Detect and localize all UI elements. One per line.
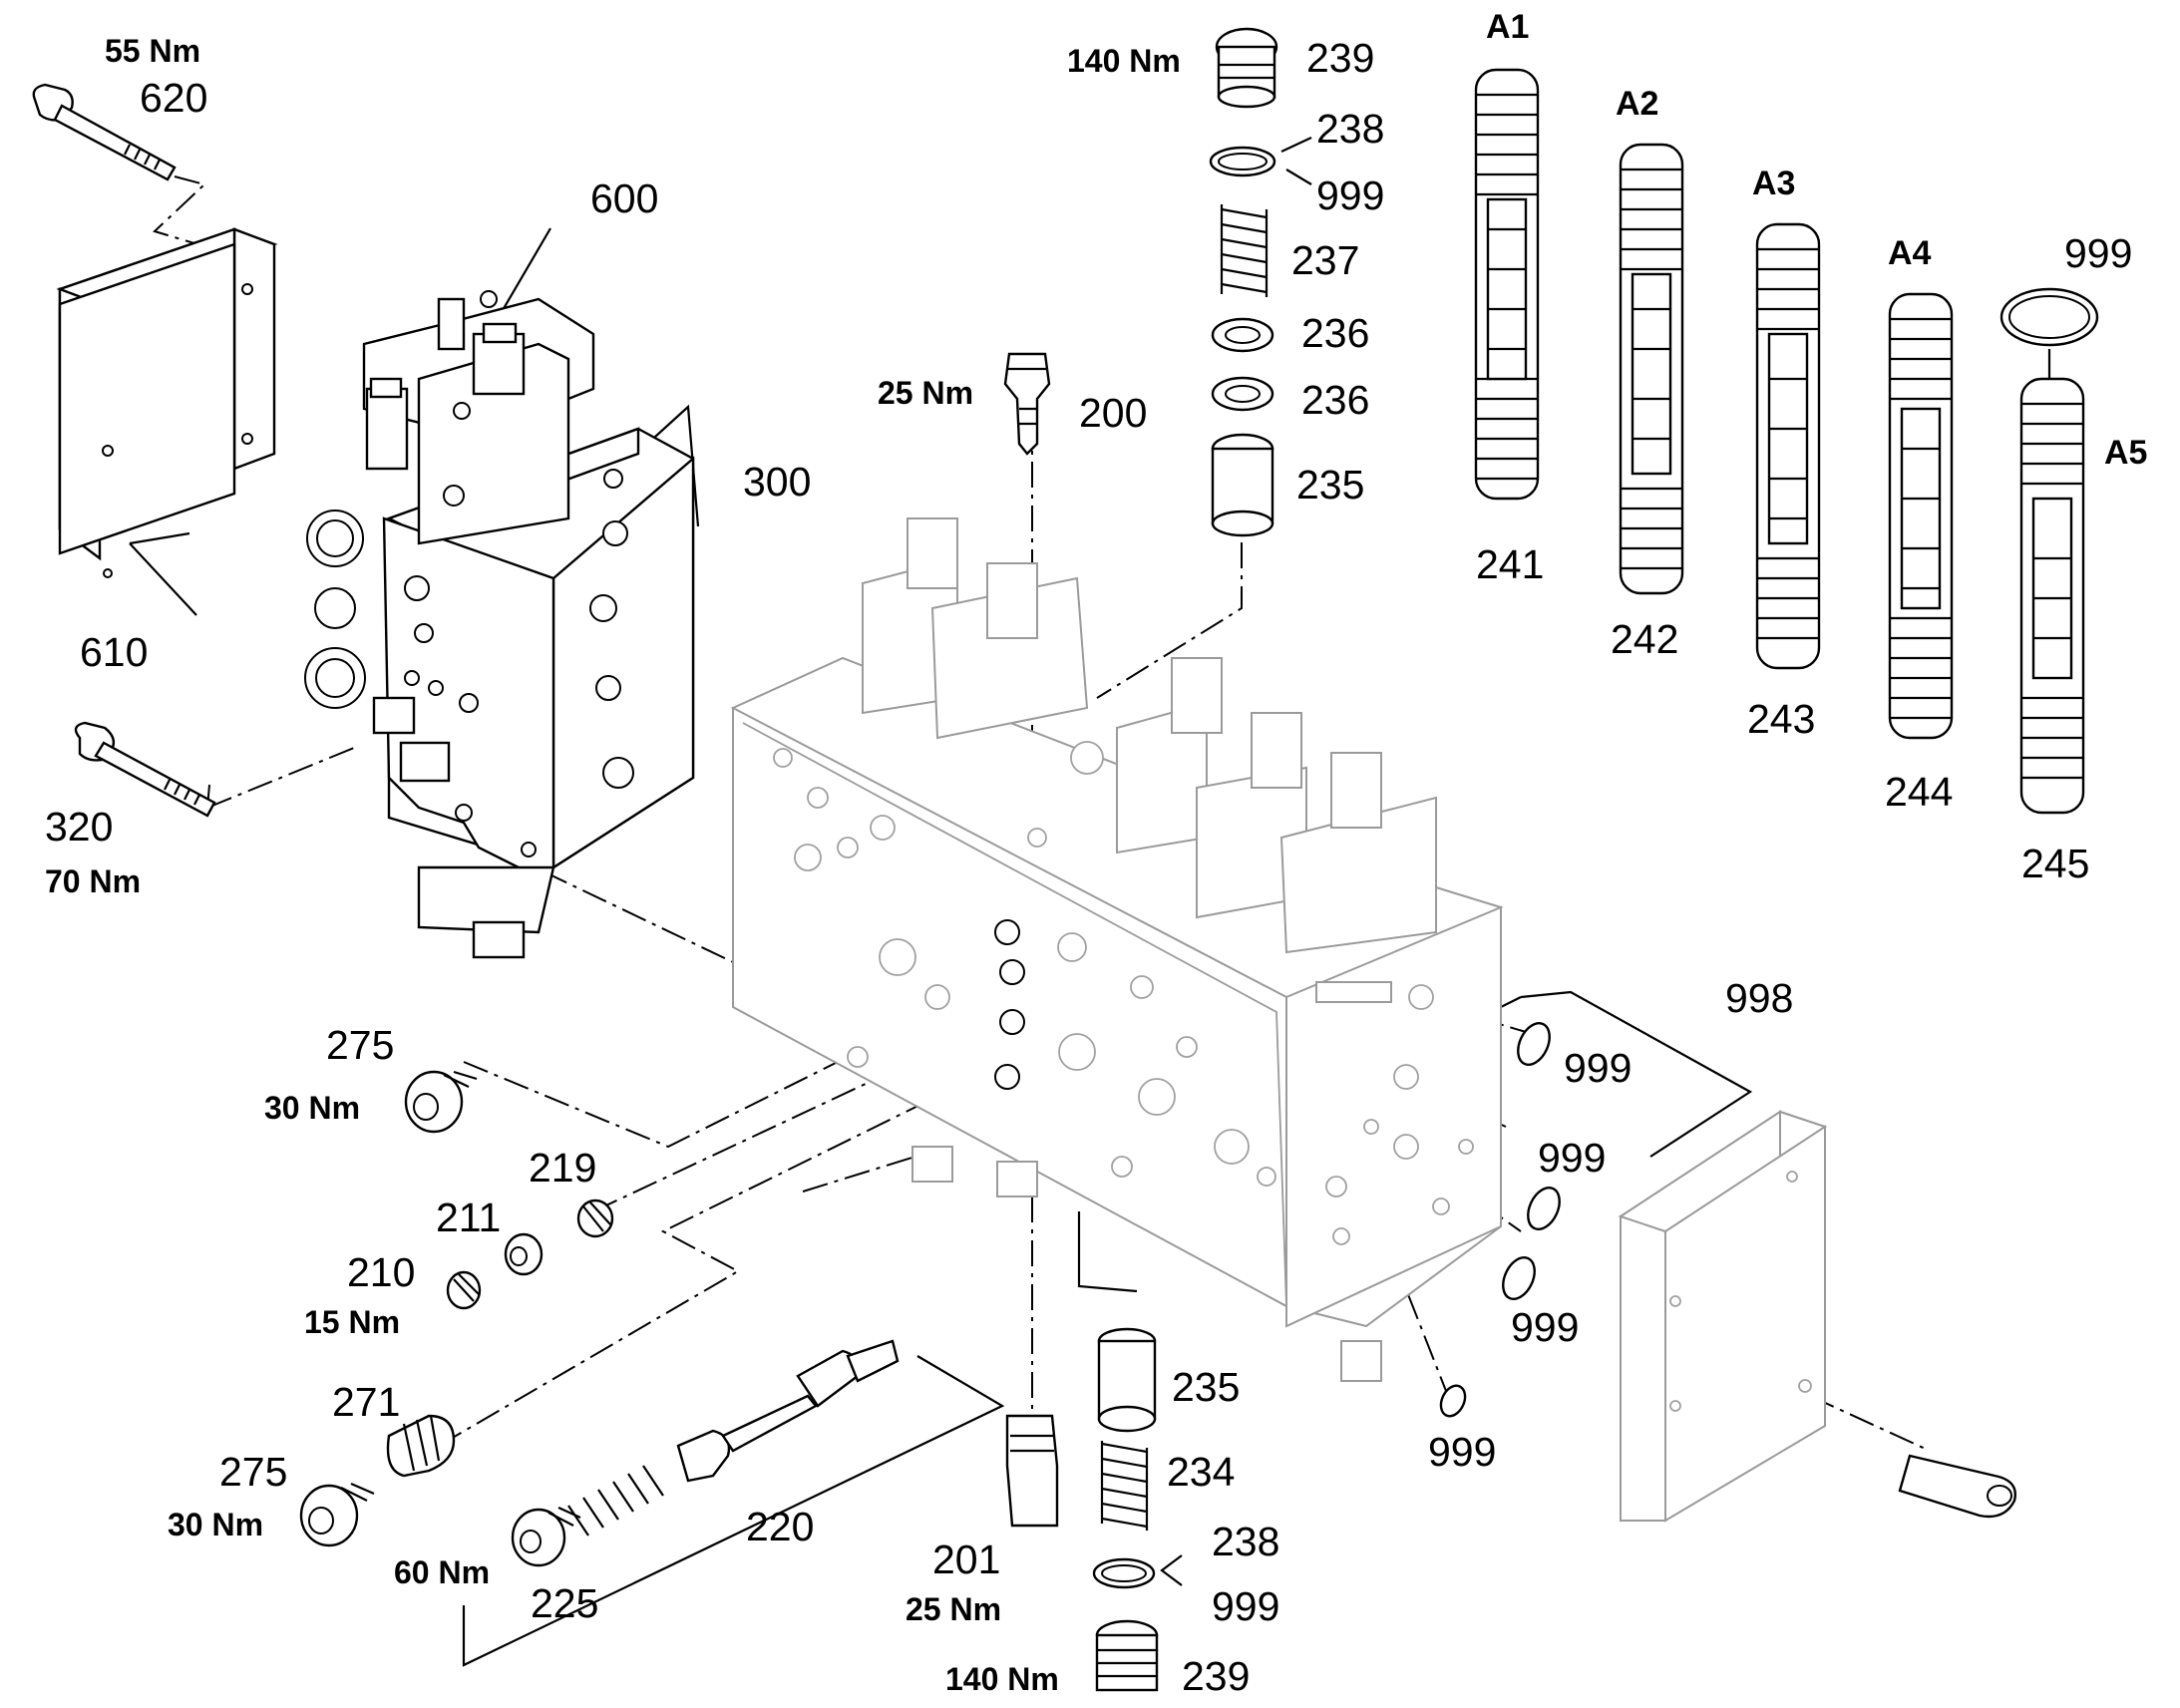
label-242: 242 — [1611, 616, 1678, 662]
spool-a4 — [1888, 292, 1954, 740]
fitting-201 — [1005, 1414, 1059, 1528]
plug-239-bot — [1095, 1619, 1159, 1692]
spring-and-piston-220 — [567, 1339, 900, 1537]
label-235-top: 235 — [1296, 462, 1364, 508]
label-245: 245 — [2021, 841, 2089, 886]
plug-239-top — [1215, 27, 1278, 109]
spring-237 — [1220, 204, 1269, 297]
sleeve-235-bot — [1097, 1327, 1157, 1433]
label-243: 243 — [1747, 696, 1815, 742]
part-271 — [386, 1414, 456, 1478]
right-cover-plate-998 — [1618, 1110, 1828, 1523]
torque-275-a: 30 Nm — [264, 1090, 360, 1126]
label-a2: A2 — [1616, 85, 1658, 123]
assembly-labels: A1 A2 A3 A4 A5 — [1486, 8, 2147, 472]
label-201: 201 — [932, 1537, 1000, 1582]
label-999-a5: 999 — [2064, 230, 2132, 276]
torque-320: 70 Nm — [45, 863, 141, 899]
torque-239-top: 140 Nm — [1067, 43, 1181, 79]
label-620: 620 — [140, 75, 207, 121]
label-238-top: 238 — [1316, 106, 1384, 152]
label-a1: A1 — [1486, 8, 1529, 46]
right-seals — [1439, 1022, 1561, 1418]
part-211 — [504, 1232, 544, 1276]
label-a5: A5 — [2104, 434, 2147, 472]
torque-225: 60 Nm — [394, 1554, 490, 1590]
label-236-b: 236 — [1301, 377, 1369, 423]
lower-left-parts — [299, 1070, 900, 1567]
label-236-a: 236 — [1301, 310, 1369, 356]
top-center-stack — [1003, 27, 1278, 537]
label-219: 219 — [529, 1145, 596, 1191]
torque-275-b: 30 Nm — [168, 1507, 263, 1542]
label-239-bot: 239 — [1182, 1653, 1250, 1699]
label-a3: A3 — [1752, 165, 1795, 202]
label-271: 271 — [332, 1379, 400, 1425]
torque-labels: 55 Nm 70 Nm 140 Nm 25 Nm 30 Nm 15 Nm 30 … — [45, 33, 1181, 1697]
label-211: 211 — [436, 1195, 501, 1240]
main-valve-block — [730, 517, 1504, 1382]
label-220: 220 — [746, 1504, 814, 1549]
label-600: 600 — [590, 175, 658, 221]
torque-239-bot: 140 Nm — [945, 1661, 1059, 1697]
fitting-200 — [1003, 352, 1051, 456]
label-999-r1: 999 — [1564, 1045, 1632, 1091]
part-labels: 620 600 610 300 320 200 239 238 999 237 … — [45, 35, 2132, 1699]
part-210 — [446, 1270, 482, 1310]
left-valve-block — [304, 290, 695, 959]
label-235-bot: 235 — [1172, 1364, 1240, 1410]
label-244: 244 — [1885, 769, 1953, 815]
label-610: 610 — [80, 629, 148, 675]
spring-234 — [1100, 1441, 1149, 1531]
torque-201: 25 Nm — [906, 1591, 1001, 1627]
lower-center-stack — [1005, 1327, 1159, 1692]
bolt-620 — [32, 83, 177, 181]
label-300: 300 — [743, 459, 811, 505]
plug-275-a — [404, 1070, 478, 1134]
label-239-top: 239 — [1306, 35, 1374, 81]
label-999-r3: 999 — [1511, 1304, 1579, 1350]
label-241: 241 — [1476, 541, 1544, 587]
torque-620: 55 Nm — [105, 33, 200, 69]
label-225: 225 — [531, 1580, 598, 1626]
left-cover-plate — [56, 227, 278, 578]
spool-a5 — [1999, 287, 2099, 815]
label-234: 234 — [1167, 1449, 1235, 1495]
label-998: 998 — [1725, 975, 1793, 1021]
spool-a2 — [1619, 143, 1684, 595]
torque-210: 15 Nm — [304, 1304, 400, 1340]
label-237: 237 — [1291, 237, 1359, 283]
label-999-top: 999 — [1316, 172, 1384, 218]
label-320: 320 — [45, 804, 113, 850]
spool-a1 — [1474, 68, 1540, 501]
label-238-bot: 238 — [1212, 1519, 1279, 1564]
part-219 — [576, 1198, 614, 1238]
plug-225 — [511, 1506, 581, 1567]
label-999-r2: 999 — [1538, 1135, 1606, 1181]
label-999-bot: 999 — [1212, 1583, 1279, 1629]
spool-assemblies — [1474, 68, 2099, 815]
label-200: 200 — [1079, 390, 1147, 436]
label-210: 210 — [347, 1249, 415, 1295]
spool-a3 — [1755, 222, 1821, 670]
sleeve-235-top — [1211, 433, 1274, 537]
label-999-r4: 999 — [1428, 1429, 1496, 1475]
bolt-right — [1898, 1454, 2016, 1519]
plug-275-b — [299, 1482, 375, 1547]
bolt-320 — [74, 721, 216, 818]
label-a4: A4 — [1888, 234, 1932, 272]
label-275-a: 275 — [326, 1022, 394, 1068]
torque-200: 25 Nm — [878, 375, 973, 411]
label-275-b: 275 — [219, 1449, 287, 1495]
